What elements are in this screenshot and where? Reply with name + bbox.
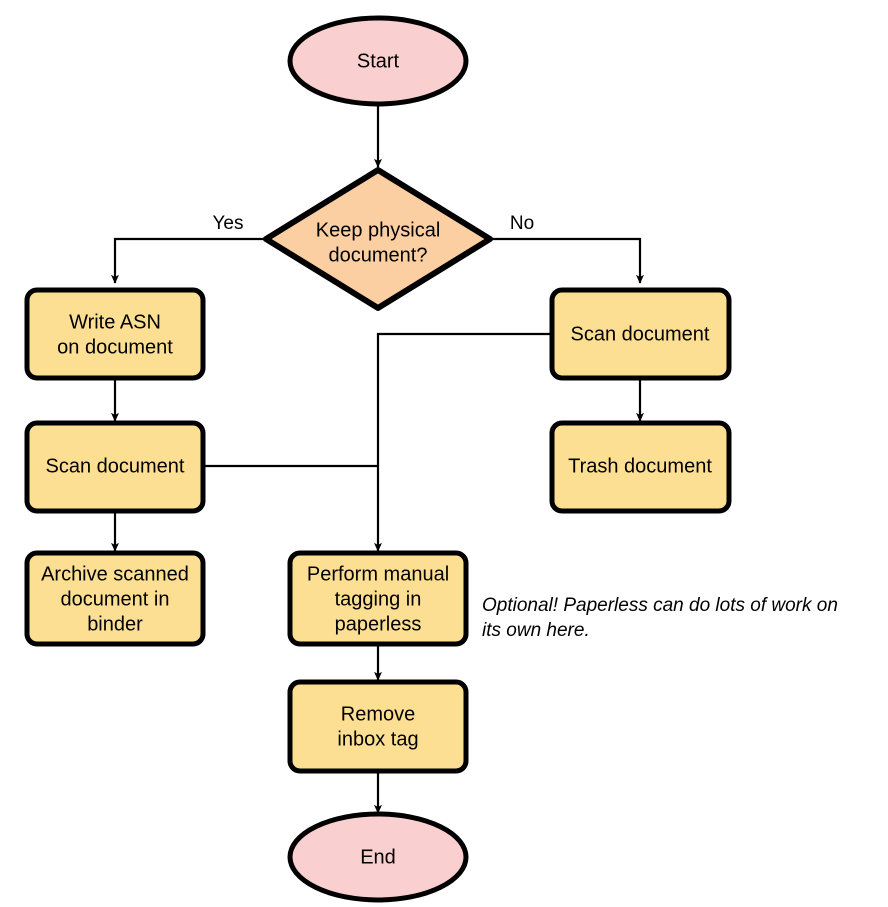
node-end[interactable]: End [287, 811, 469, 903]
edge-label-no: No [510, 213, 534, 234]
end-label: End [360, 846, 396, 868]
manual-tagging-box[interactable] [287, 550, 469, 647]
write-asn-label-line-1: Write ASN [69, 311, 161, 333]
scan-document-right-box[interactable] [549, 287, 732, 381]
edge-scan-right-to-tagging [374, 332, 552, 552]
decision-label-line-1: Keep physical [316, 219, 441, 241]
scan-document-left-box[interactable] [24, 420, 206, 514]
edge-label-yes: Yes [213, 213, 244, 234]
edge-decision-to-scan-right [490, 237, 644, 284]
end-ellipse[interactable] [287, 811, 469, 903]
node-write-asn[interactable]: Write ASN on document [24, 287, 206, 381]
trash-document-box[interactable] [549, 420, 732, 514]
decision-label-line-2: document? [329, 244, 428, 266]
annotation-line-1: Optional! Paperless can do lots of work … [482, 595, 838, 616]
archive-binder-label-line-1: Archive scanned [41, 563, 189, 585]
decision-diamond[interactable] [263, 167, 493, 311]
write-asn-box[interactable] [24, 287, 206, 381]
manual-tagging-label-line-3: paperless [335, 613, 422, 635]
node-start[interactable]: Start [287, 15, 469, 107]
node-scan-document-left[interactable]: Scan document [24, 420, 206, 514]
manual-tagging-label-line-2: tagging in [335, 588, 422, 610]
node-scan-document-right[interactable]: Scan document [549, 287, 732, 381]
start-ellipse[interactable] [287, 15, 469, 107]
archive-binder-box[interactable] [24, 550, 206, 647]
remove-inbox-tag-label-line-1: Remove [341, 703, 415, 725]
node-remove-inbox-tag[interactable]: Remove inbox tag [287, 679, 469, 774]
node-archive-binder[interactable]: Archive scanned document in binder [24, 550, 206, 647]
node-trash-document[interactable]: Trash document [549, 420, 732, 514]
edge-decision-to-write-asn [111, 237, 266, 284]
remove-inbox-tag-label-line-2: inbox tag [337, 728, 418, 750]
trash-document-label: Trash document [568, 455, 712, 477]
scan-document-left-label: Scan document [46, 455, 185, 477]
start-label: Start [357, 50, 400, 72]
remove-inbox-tag-box[interactable] [287, 679, 469, 774]
scan-document-right-label: Scan document [571, 323, 710, 345]
archive-binder-label-line-2: document in [61, 588, 170, 610]
write-asn-label-line-2: on document [57, 336, 173, 358]
annotation-line-2: its own here. [482, 620, 590, 641]
node-keep-physical-document[interactable]: Keep physical document? [263, 167, 493, 311]
edge-layer [111, 105, 644, 814]
manual-tagging-label-line-1: Perform manual [307, 563, 449, 585]
annotation-optional-note: Optional! Paperless can do lots of work … [482, 595, 838, 641]
edge-label-layer: Yes No [213, 213, 535, 234]
archive-binder-label-line-3: binder [87, 613, 143, 635]
node-manual-tagging[interactable]: Perform manual tagging in paperless [287, 550, 469, 647]
